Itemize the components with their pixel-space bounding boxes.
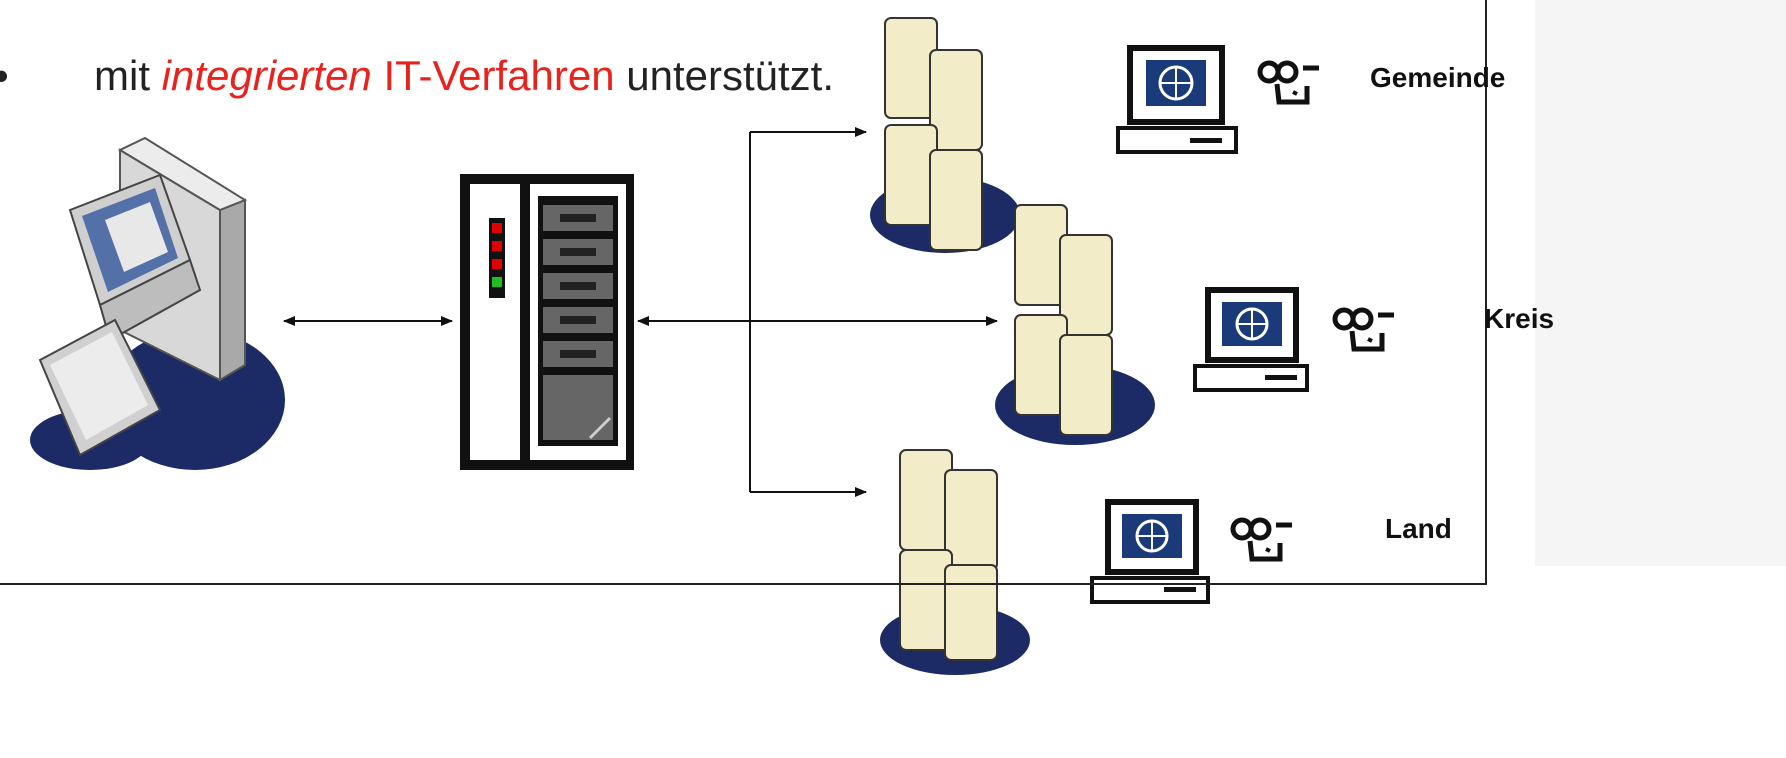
user-face-gemeinde (1257, 60, 1319, 105)
terminal-computer-kreis (1193, 287, 1309, 392)
terminal-computer-gemeinde (1116, 45, 1238, 154)
bullet-sentence: mit integrierten IT-Verfahren unterstütz… (94, 46, 834, 106)
desktop-computer-icon (30, 136, 285, 470)
bullet-suffix: unterstützt. (614, 52, 835, 99)
server-cluster-kreis (995, 204, 1155, 445)
bullet-symbol: • (0, 46, 24, 106)
level-label-kreis: Kreis (1484, 303, 1555, 334)
server-cluster-gemeinde (870, 17, 1020, 253)
user-face-land (1230, 517, 1292, 562)
level-label-land: Land (1385, 513, 1452, 544)
side-strip (1535, 0, 1786, 566)
frame-right-border (1485, 0, 1487, 585)
bullet-prefix: mit (94, 52, 162, 99)
bullet-highlight-italic: integrierten (161, 52, 372, 99)
terminal-computer-land (1090, 499, 1210, 604)
server-rack-icon (460, 174, 634, 470)
bullet-highlight-rest: IT-Verfahren (371, 52, 615, 99)
frame-bottom-border (0, 583, 1487, 585)
user-face-kreis (1332, 307, 1394, 352)
level-label-gemeinde: Gemeinde (1370, 62, 1506, 93)
server-cluster-land (880, 449, 1030, 675)
connector-branch (749, 127, 867, 497)
